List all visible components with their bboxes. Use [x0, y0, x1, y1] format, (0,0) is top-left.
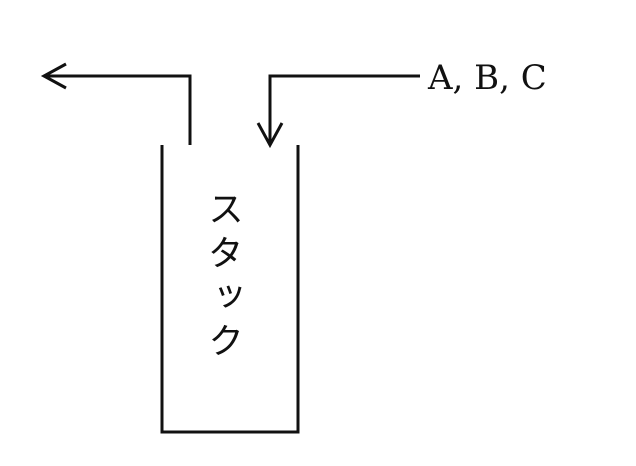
stack-container [160, 145, 300, 434]
pop-arrow-head [40, 62, 67, 90]
push-arrow-line [268, 74, 420, 145]
stack-label: スタック [202, 190, 243, 366]
pop-arrow-line [44, 74, 192, 145]
input-elements-label: A, B, C [428, 58, 547, 98]
push-arrow-head [256, 122, 284, 149]
